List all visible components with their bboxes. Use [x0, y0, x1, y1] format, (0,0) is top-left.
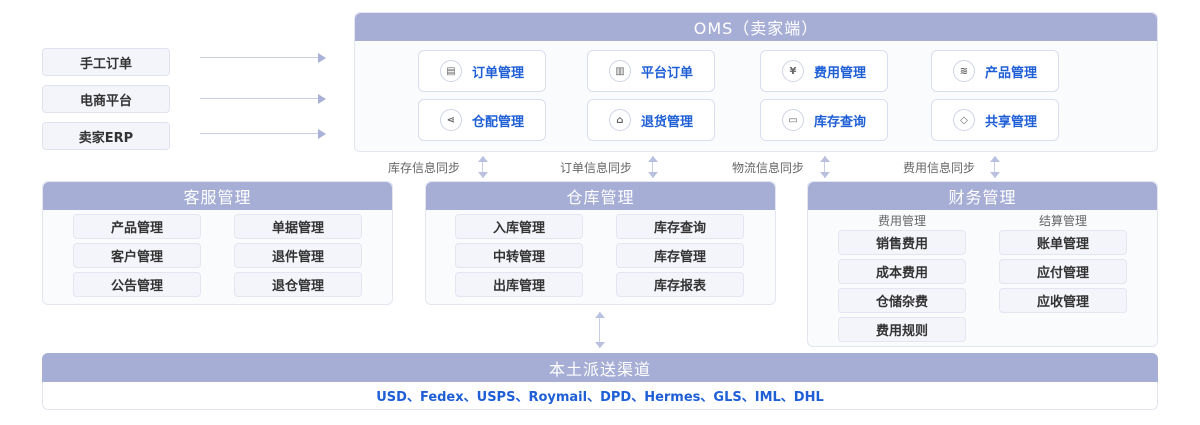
delivery-arrow [595, 312, 605, 348]
sync-label-logistics: 物流信息同步 [732, 161, 805, 175]
source-seller-erp: 卖家ERP [42, 122, 170, 150]
inventory-icon: ▭ [781, 109, 804, 131]
layers-icon: ≋ [952, 60, 975, 82]
wh-item-outbound[interactable]: 出库管理 [455, 272, 583, 297]
sync-arrow [478, 156, 488, 178]
oms-module-label: 共享管理 [984, 114, 1037, 130]
flow-arrow [200, 128, 326, 140]
oms-module-platform-order[interactable]: ▥ 平台订单 [587, 50, 715, 92]
oms-module-label: 订单管理 [471, 65, 524, 81]
fin-item-bills[interactable]: 账单管理 [999, 230, 1127, 255]
return-icon: ⌂ [608, 109, 631, 131]
sync-label-fee: 费用信息同步 [903, 161, 976, 175]
carrier-list: USD、Fedex、USPS、Roymail、DPD、Hermes、GLS、IM… [42, 382, 1158, 410]
oms-module-label: 仓配管理 [471, 114, 524, 130]
oms-module-warehouse-dist[interactable]: ⋖ 仓配管理 [418, 99, 546, 141]
flow-arrow [200, 93, 326, 105]
cs-item-announcement[interactable]: 公告管理 [73, 272, 201, 297]
sync-arrow [820, 156, 830, 178]
wh-item-inventory-query[interactable]: 库存查询 [616, 214, 744, 239]
cs-item-return-warehouse[interactable]: 退仓管理 [234, 272, 362, 297]
oms-module-label: 费用管理 [813, 65, 866, 81]
oms-module-returns[interactable]: ⌂ 退货管理 [587, 99, 715, 141]
oms-title: OMS（卖家端） [355, 13, 1157, 41]
finance-title: 财务管理 [808, 182, 1157, 210]
customer-service-title: 客服管理 [43, 182, 392, 210]
cs-item-documents[interactable]: 单据管理 [234, 214, 362, 239]
cs-item-customer[interactable]: 客户管理 [73, 243, 201, 268]
source-manual-order: 手工订单 [42, 48, 170, 76]
share-icon: ⋖ [439, 109, 462, 131]
wh-item-inbound[interactable]: 入库管理 [455, 214, 583, 239]
cube-icon: ◇ [952, 109, 975, 131]
oms-module-shared[interactable]: ◇ 共享管理 [931, 99, 1059, 141]
oms-module-label: 退货管理 [640, 114, 693, 130]
cs-item-product[interactable]: 产品管理 [73, 214, 201, 239]
finance-settlement-heading: 结算管理 [1038, 214, 1087, 228]
sync-label-order: 订单信息同步 [560, 161, 633, 175]
wh-item-inventory-report[interactable]: 库存报表 [616, 272, 744, 297]
order-icon: ▤ [439, 60, 462, 82]
oms-module-product[interactable]: ≋ 产品管理 [931, 50, 1059, 92]
delivery-title: 本土派送渠道 [42, 353, 1158, 382]
oms-module-label: 产品管理 [984, 65, 1037, 81]
sync-label-inventory: 库存信息同步 [388, 161, 461, 175]
oms-module-inventory[interactable]: ▭ 库存查询 [760, 99, 888, 141]
fin-item-cost-fee[interactable]: 成本费用 [838, 259, 966, 284]
fin-item-storage-misc[interactable]: 仓储杂费 [838, 288, 966, 313]
sync-arrow [648, 156, 658, 178]
chart-icon: ▥ [608, 60, 631, 82]
oms-module-label: 平台订单 [640, 65, 693, 81]
sync-arrow [990, 156, 1000, 178]
flow-arrow [200, 52, 326, 64]
fin-item-sales-fee[interactable]: 销售费用 [838, 230, 966, 255]
source-ecommerce-platform: 电商平台 [42, 85, 170, 113]
wh-item-transfer[interactable]: 中转管理 [455, 243, 583, 268]
cs-item-return-parcel[interactable]: 退件管理 [234, 243, 362, 268]
fin-item-payables[interactable]: 应付管理 [999, 259, 1127, 284]
fin-item-receivables[interactable]: 应收管理 [999, 288, 1127, 313]
oms-module-label: 库存查询 [813, 114, 866, 130]
finance-fee-heading: 费用管理 [877, 214, 926, 228]
oms-module-fee[interactable]: ¥ 费用管理 [760, 50, 888, 92]
wh-item-inventory-mgmt[interactable]: 库存管理 [616, 243, 744, 268]
fin-item-fee-rules[interactable]: 费用规则 [838, 317, 966, 342]
oms-module-order[interactable]: ▤ 订单管理 [418, 50, 546, 92]
yen-icon: ¥ [781, 60, 804, 82]
warehouse-title: 仓库管理 [426, 182, 775, 210]
